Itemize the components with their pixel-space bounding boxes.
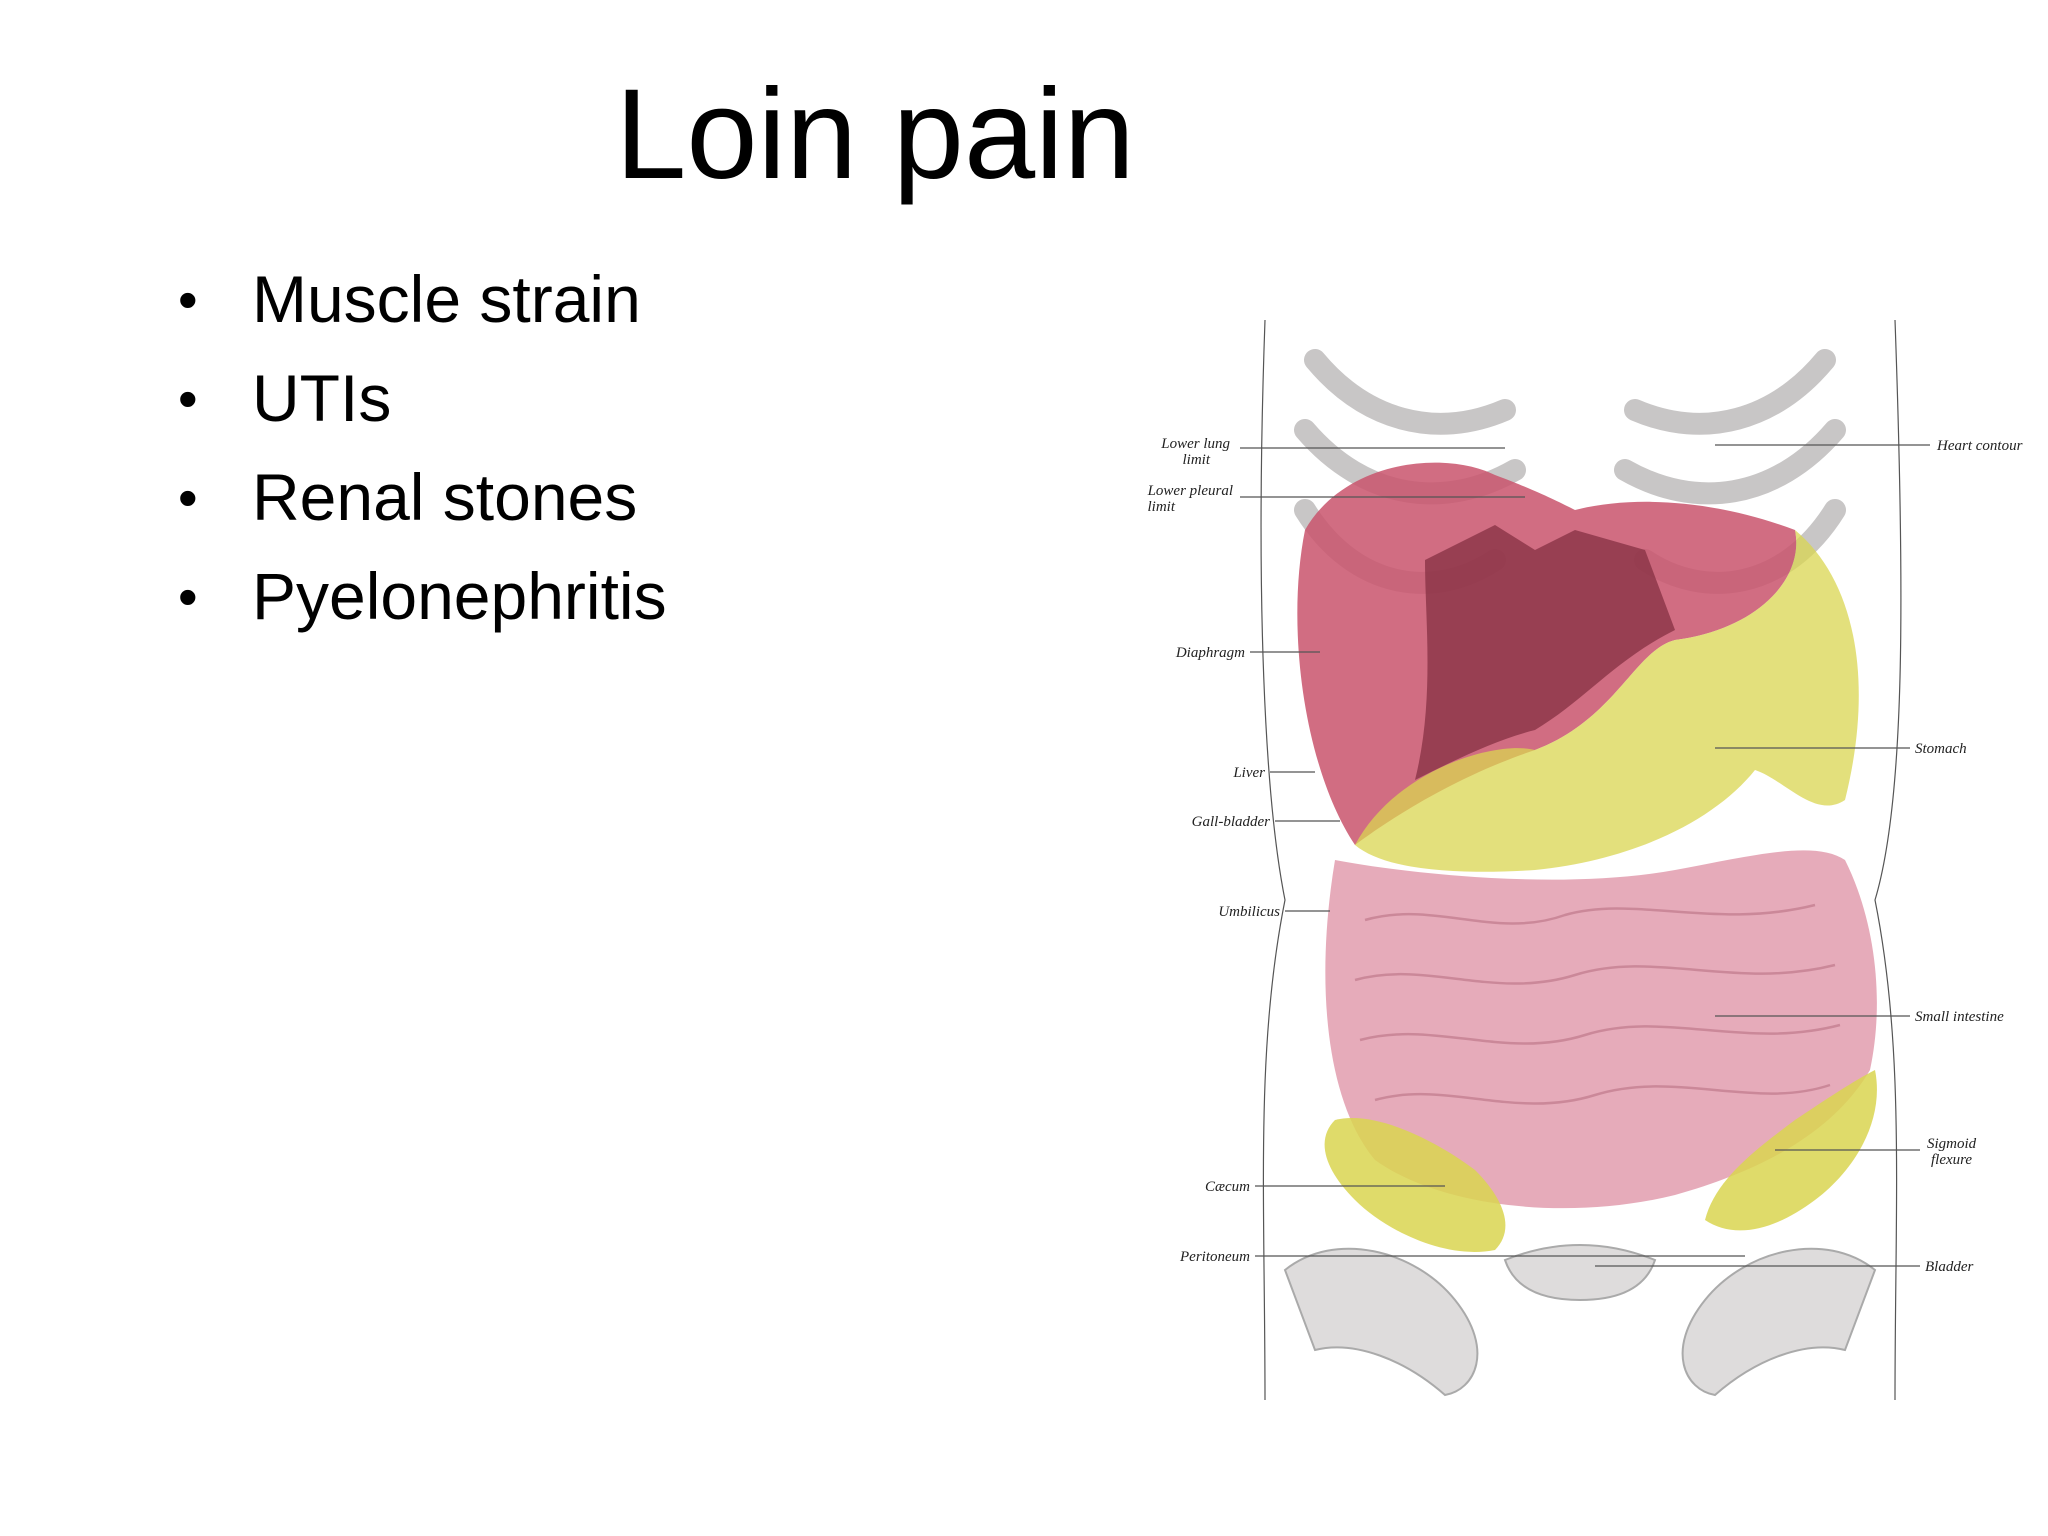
label-sigmoid-flexure: flexure xyxy=(1931,1152,1972,1168)
bullet-list: • Muscle strain • UTIs • Renal stones • Pyel… xyxy=(170,250,667,646)
cecum-shape xyxy=(1324,1118,1506,1252)
intestine-coils xyxy=(1354,903,1841,1105)
bullet-item: • Muscle strain xyxy=(170,250,667,349)
label-lower-lung: Lower lung xyxy=(1160,436,1230,452)
label-lower-pleural: Lower pleural xyxy=(1147,483,1233,499)
stomach-shape xyxy=(1355,530,1859,872)
bullet-icon: • xyxy=(178,367,198,430)
label-umbilicus: Umbilicus xyxy=(1218,904,1280,920)
bullet-icon: • xyxy=(178,268,198,331)
bullet-text: Pyelonephritis xyxy=(252,559,667,633)
bullet-text: Muscle strain xyxy=(252,262,641,336)
label-gall-bladder: Gall-bladder xyxy=(1192,814,1270,830)
bullet-icon: • xyxy=(178,565,198,628)
liver-shadow xyxy=(1415,525,1675,780)
label-stomach: Stomach xyxy=(1915,741,1967,757)
label-peritoneum: Peritoneum xyxy=(1179,1249,1250,1265)
label-small-intestine: Small intestine xyxy=(1915,1009,2004,1025)
label-lower-lung-limit: limit xyxy=(1182,452,1210,468)
bullet-text: Renal stones xyxy=(252,460,638,534)
label-bladder: Bladder xyxy=(1925,1259,1973,1275)
small-intestine-shape xyxy=(1325,850,1877,1209)
abdominal-anatomy-illustration: Lower lung limit Lower pleural limit Dia… xyxy=(1147,319,2023,1401)
label-sigmoid: Sigmoid xyxy=(1927,1136,1977,1152)
bullet-text: UTIs xyxy=(252,361,392,435)
slide-title: Loin pain xyxy=(615,63,1135,206)
label-liver: Liver xyxy=(1232,765,1265,781)
bullet-item: • Pyelonephritis xyxy=(170,547,667,646)
torso-outline xyxy=(1260,319,1902,1401)
bullet-item: • UTIs xyxy=(170,349,667,448)
label-lower-pleural-limit: limit xyxy=(1147,499,1175,515)
label-cecum: Cæcum xyxy=(1205,1179,1250,1195)
bullet-icon: • xyxy=(178,466,198,529)
bullet-item: • Renal stones xyxy=(170,448,667,547)
label-diaphragm: Diaphragm xyxy=(1175,645,1245,661)
label-heart-contour: Heart contour xyxy=(1936,438,2023,454)
pelvis-shape xyxy=(1283,1244,1877,1397)
